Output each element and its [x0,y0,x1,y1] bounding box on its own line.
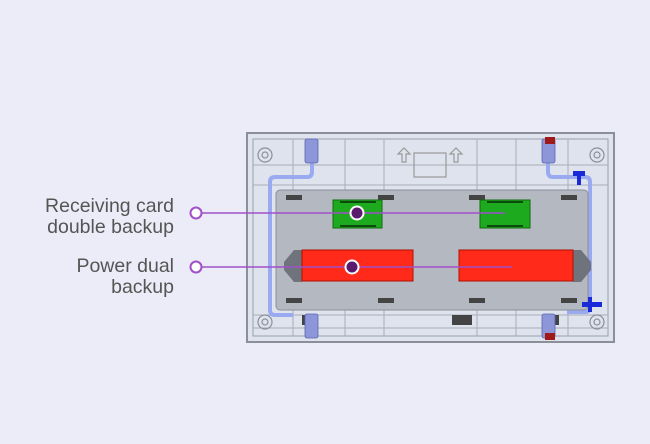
label-line: double backup [47,216,174,238]
latch-icons [304,138,556,339]
label-line: Power dual [76,255,174,277]
label-line: Receiving card [45,195,174,217]
callout-receiving-card [189,205,505,221]
receiving-card-right [479,199,531,229]
callout-marker [344,259,360,275]
connector-tee-icons [573,171,602,312]
receiving-card-label: Receiving card double backup [45,196,174,238]
callout-anchor-dot [189,260,203,274]
callout-anchor-dot [189,206,203,220]
power-label: Power dual backup [76,256,174,298]
callout-marker [349,205,365,221]
corner-holes [257,147,605,330]
label-line: backup [111,276,174,298]
callout-power [189,259,512,275]
power-supply-right [458,249,574,282]
